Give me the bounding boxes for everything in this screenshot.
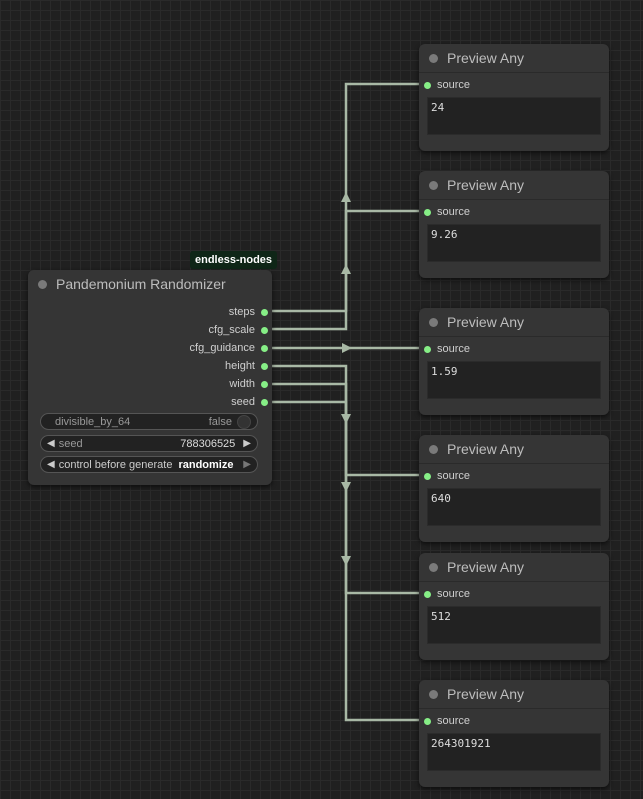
wire-width (265, 382, 427, 595)
output-slot-icon[interactable] (261, 344, 268, 352)
widget-value: 788306525 (180, 437, 236, 450)
output-label: steps (228, 306, 255, 318)
wire-arrow (341, 414, 351, 424)
wire-cfg-scale (265, 209, 427, 331)
node-title: Preview Any (447, 686, 525, 702)
divisible-by-64-toggle[interactable]: divisible_by_64 false (40, 413, 258, 430)
input-slot-icon[interactable] (424, 590, 431, 598)
node-title-bar[interactable]: Preview Any (419, 680, 609, 709)
input-label: source (437, 343, 471, 355)
input-source[interactable]: source (419, 464, 609, 488)
input-slot-icon[interactable] (424, 208, 431, 216)
output-cfg-guidance[interactable]: cfg_guidance (190, 339, 272, 357)
prev-option-arrow-icon[interactable]: ◀ (47, 459, 55, 470)
node-title-bar[interactable]: Preview Any (419, 308, 609, 337)
preview-text-output[interactable]: 24 (427, 97, 601, 135)
preview-any-node[interactable]: Preview Any source 24 (419, 44, 609, 151)
widget-label: control before generate (58, 458, 173, 471)
widget-value: false (208, 415, 232, 428)
preview-text-output[interactable]: 9.26 (427, 224, 601, 262)
input-label: source (437, 79, 471, 91)
output-slot-icon[interactable] (261, 398, 268, 406)
wire-arrow (341, 482, 351, 492)
input-label: source (437, 470, 471, 482)
output-slot-icon[interactable] (261, 308, 268, 316)
decrement-arrow-icon[interactable]: ◀ (47, 438, 55, 449)
preview-any-node[interactable]: Preview Any source 1.59 (419, 308, 609, 415)
node-title-bar[interactable]: Preview Any (419, 171, 609, 200)
node-title-bar[interactable]: Preview Any (419, 44, 609, 73)
toggle-knob-icon[interactable] (237, 414, 251, 429)
node-source-badge: endless-nodes (190, 251, 278, 269)
wire-arrow (341, 192, 351, 202)
node-title-bar[interactable]: Pandemonium Randomizer (28, 270, 272, 298)
input-source[interactable]: source (419, 200, 609, 224)
collapse-dot-icon[interactable] (429, 53, 438, 63)
node-title: Preview Any (447, 314, 525, 330)
seed-number-widget[interactable]: ◀ seed 788306525 ▶ (40, 435, 258, 452)
output-label: cfg_guidance (189, 342, 255, 354)
input-slot-icon[interactable] (424, 81, 431, 89)
collapse-dot-icon[interactable] (429, 689, 438, 699)
preview-text-output[interactable]: 1.59 (427, 361, 601, 399)
preview-any-node[interactable]: Preview Any source 264301921 (419, 680, 609, 787)
widget-label: divisible_by_64 (55, 415, 131, 428)
input-source[interactable]: source (419, 73, 609, 97)
collapse-dot-icon[interactable] (429, 562, 438, 572)
input-source[interactable]: source (419, 582, 609, 606)
node-title-bar[interactable]: Preview Any (419, 553, 609, 582)
output-label: seed (231, 396, 255, 408)
output-label: cfg_scale (208, 324, 255, 336)
input-slot-icon[interactable] (424, 717, 431, 725)
output-label: width (229, 378, 255, 390)
preview-any-node[interactable]: Preview Any source 9.26 (419, 171, 609, 278)
wire-arrow (341, 264, 351, 274)
output-slot-icon[interactable] (261, 362, 268, 370)
pandemonium-randomizer-node[interactable]: Pandemonium Randomizer steps cfg_scale c… (28, 270, 272, 485)
widget-value: randomize (178, 458, 234, 471)
output-cfg-scale[interactable]: cfg_scale (209, 321, 272, 339)
output-steps[interactable]: steps (229, 303, 272, 321)
output-slot-icon[interactable] (261, 380, 268, 388)
next-option-arrow-icon[interactable]: ▶ (243, 459, 251, 470)
wire-height (265, 364, 427, 477)
preview-any-node[interactable]: Preview Any source 640 (419, 435, 609, 542)
node-title: Pandemonium Randomizer (56, 276, 226, 292)
input-slot-icon[interactable] (424, 472, 431, 480)
node-title: Preview Any (447, 50, 525, 66)
input-label: source (437, 715, 471, 727)
input-source[interactable]: source (419, 709, 609, 733)
output-width[interactable]: width (229, 375, 272, 393)
wire-steps (265, 82, 427, 313)
widget-label: seed (58, 437, 83, 450)
increment-arrow-icon[interactable]: ▶ (243, 438, 251, 449)
input-label: source (437, 206, 471, 218)
node-title-bar[interactable]: Preview Any (419, 435, 609, 464)
output-slot-icon[interactable] (261, 326, 268, 334)
node-title: Preview Any (447, 559, 525, 575)
wire-seed (265, 400, 427, 722)
output-label: height (225, 360, 255, 372)
output-seed[interactable]: seed (231, 393, 272, 411)
input-label: source (437, 588, 471, 600)
wire-arrow (341, 556, 351, 566)
node-title: Preview Any (447, 177, 525, 193)
output-height[interactable]: height (225, 357, 272, 375)
preview-text-output[interactable]: 640 (427, 488, 601, 526)
collapse-dot-icon[interactable] (429, 444, 438, 454)
collapse-dot-icon[interactable] (429, 317, 438, 327)
node-title: Preview Any (447, 441, 525, 457)
input-slot-icon[interactable] (424, 345, 431, 353)
control-before-generate-combo[interactable]: ◀ control before generate randomize ▶ (40, 456, 258, 473)
preview-text-output[interactable]: 512 (427, 606, 601, 644)
preview-text-output[interactable]: 264301921 (427, 733, 601, 771)
input-source[interactable]: source (419, 337, 609, 361)
collapse-dot-icon[interactable] (429, 180, 438, 190)
collapse-dot-icon[interactable] (38, 279, 47, 289)
preview-any-node[interactable]: Preview Any source 512 (419, 553, 609, 660)
wire-arrow (342, 343, 352, 353)
